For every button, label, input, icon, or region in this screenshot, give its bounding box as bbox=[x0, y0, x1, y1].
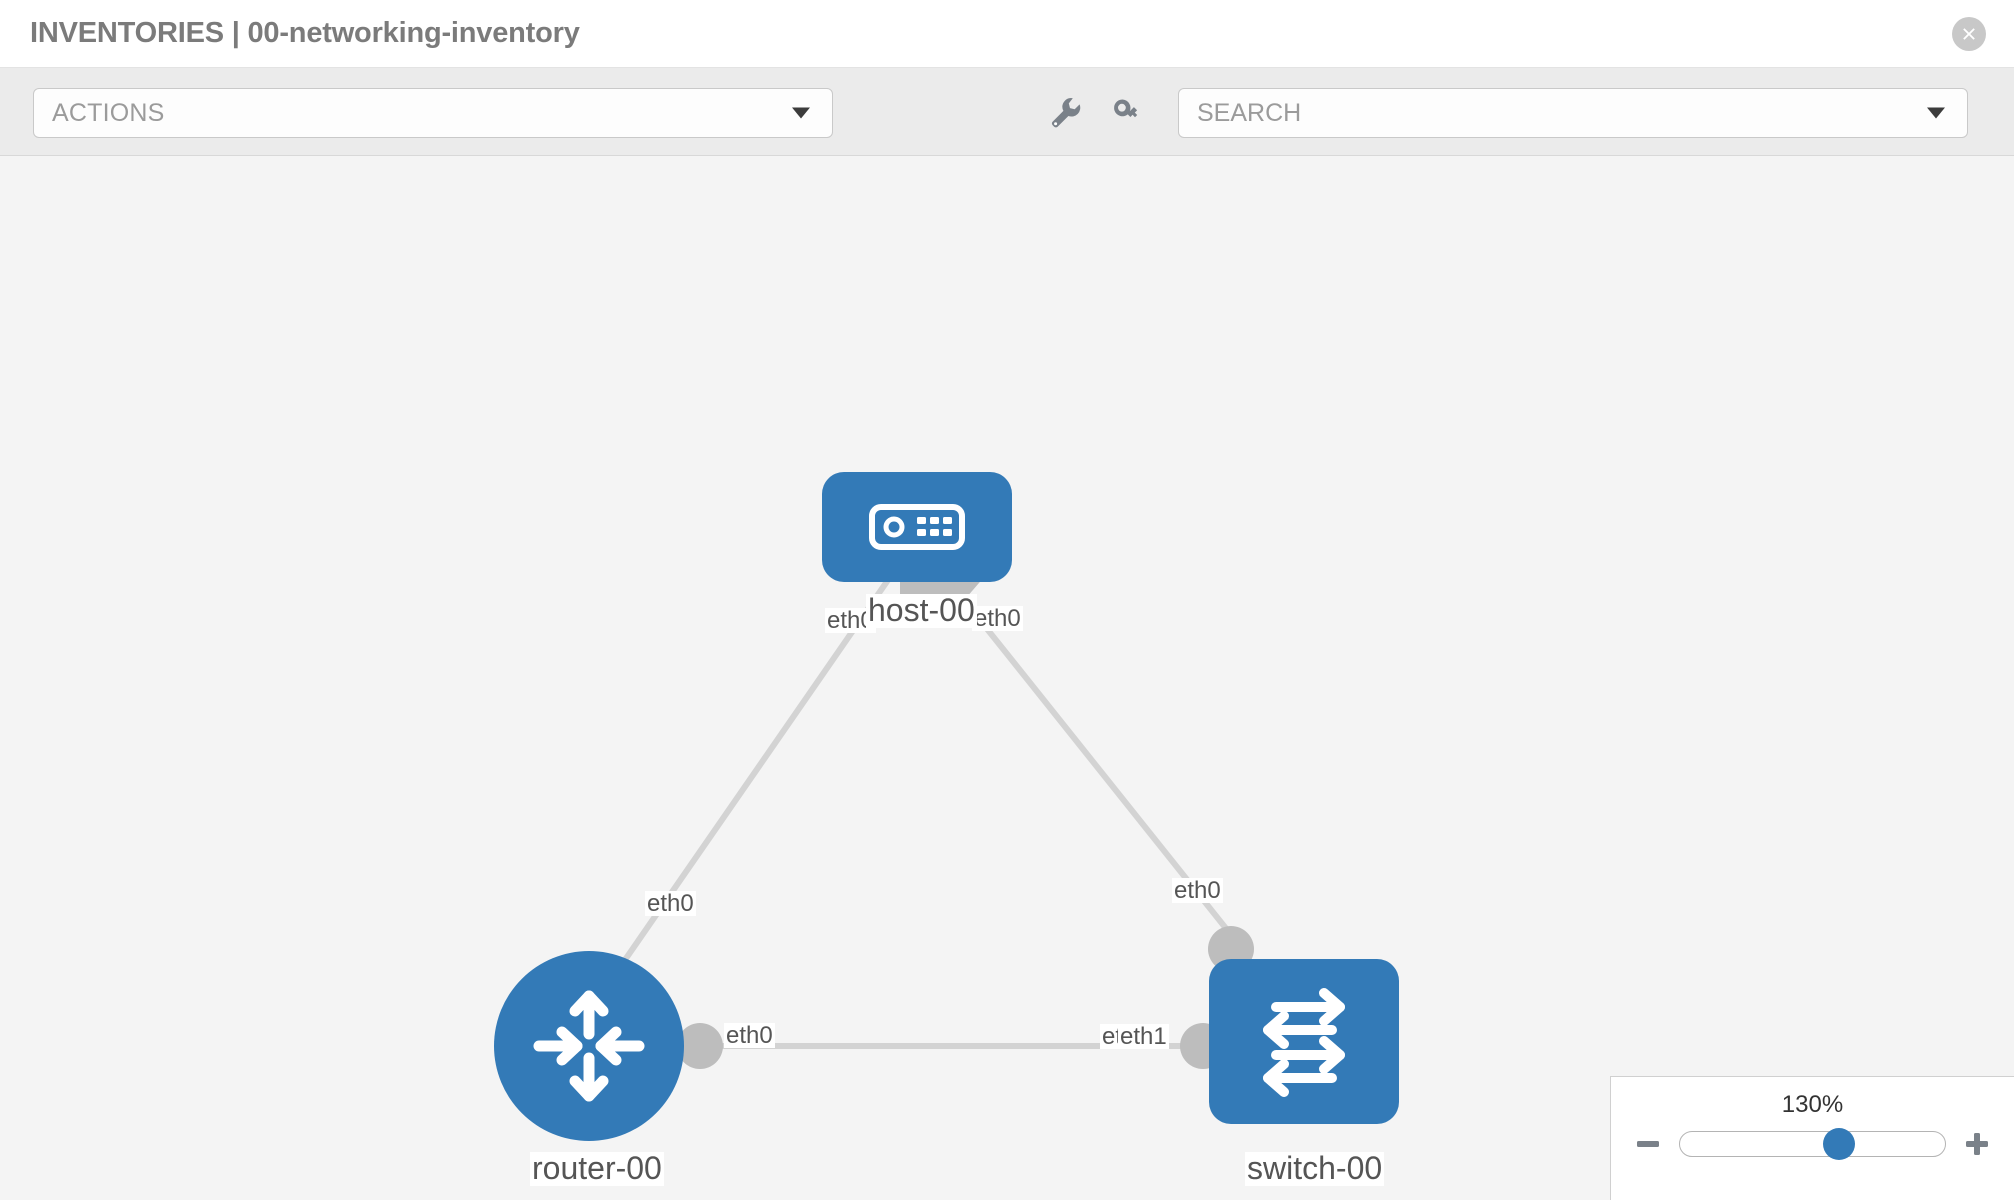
node-label-router-00: router-00 bbox=[530, 1150, 664, 1186]
switch-icon bbox=[1263, 987, 1345, 1097]
zoom-control-panel: 130% bbox=[1610, 1076, 2014, 1200]
topology-links bbox=[597, 568, 1243, 1049]
iface-label: eth0 bbox=[724, 1022, 775, 1049]
node-switch-00[interactable] bbox=[1209, 959, 1399, 1124]
iface-label: eth0 bbox=[645, 890, 696, 917]
actions-dropdown-label: ACTIONS bbox=[52, 98, 165, 127]
window-header: INVENTORIES | 00-networking-inventory bbox=[0, 0, 2014, 68]
node-label-switch-00: switch-00 bbox=[1245, 1150, 1385, 1186]
actions-dropdown[interactable]: ACTIONS bbox=[33, 88, 833, 138]
key-icon[interactable] bbox=[1104, 90, 1148, 134]
topology-canvas[interactable]: eth0 eth0 eth0 eth0 eth0 eth eth1 host-0… bbox=[0, 156, 2014, 1200]
node-label-host-00: host-00 bbox=[866, 592, 977, 628]
iface-label: eth0 bbox=[1172, 877, 1223, 904]
wrench-icon[interactable] bbox=[1042, 90, 1086, 134]
chevron-down-icon bbox=[792, 107, 810, 119]
iface-label: eth1 bbox=[1118, 1023, 1169, 1050]
page-title: INVENTORIES | 00-networking-inventory bbox=[30, 17, 580, 49]
connector-router-eth0 bbox=[677, 1023, 723, 1069]
zoom-level-label: 130% bbox=[1781, 1091, 1844, 1118]
link-host00-router00 bbox=[597, 577, 891, 999]
zoom-slider-thumb[interactable] bbox=[1823, 1128, 1855, 1160]
zoom-slider[interactable] bbox=[1679, 1128, 1946, 1160]
search-field[interactable] bbox=[1178, 88, 1968, 138]
plus-icon[interactable] bbox=[1962, 1129, 1992, 1159]
toolbar-icon-group bbox=[1042, 90, 1148, 134]
node-router-00[interactable] bbox=[494, 951, 684, 1141]
node-host-00[interactable] bbox=[822, 472, 1012, 582]
iface-label: eth0 bbox=[972, 605, 1023, 632]
server-icon bbox=[869, 504, 965, 550]
minus-icon[interactable] bbox=[1633, 1129, 1663, 1159]
search-input[interactable] bbox=[1197, 98, 1897, 128]
router-icon bbox=[533, 990, 645, 1102]
zoom-slider-row bbox=[1633, 1128, 1992, 1160]
close-icon[interactable] bbox=[1952, 16, 1986, 51]
toolbar: ACTIONS bbox=[0, 68, 2014, 156]
chevron-down-icon[interactable] bbox=[1927, 107, 1945, 119]
